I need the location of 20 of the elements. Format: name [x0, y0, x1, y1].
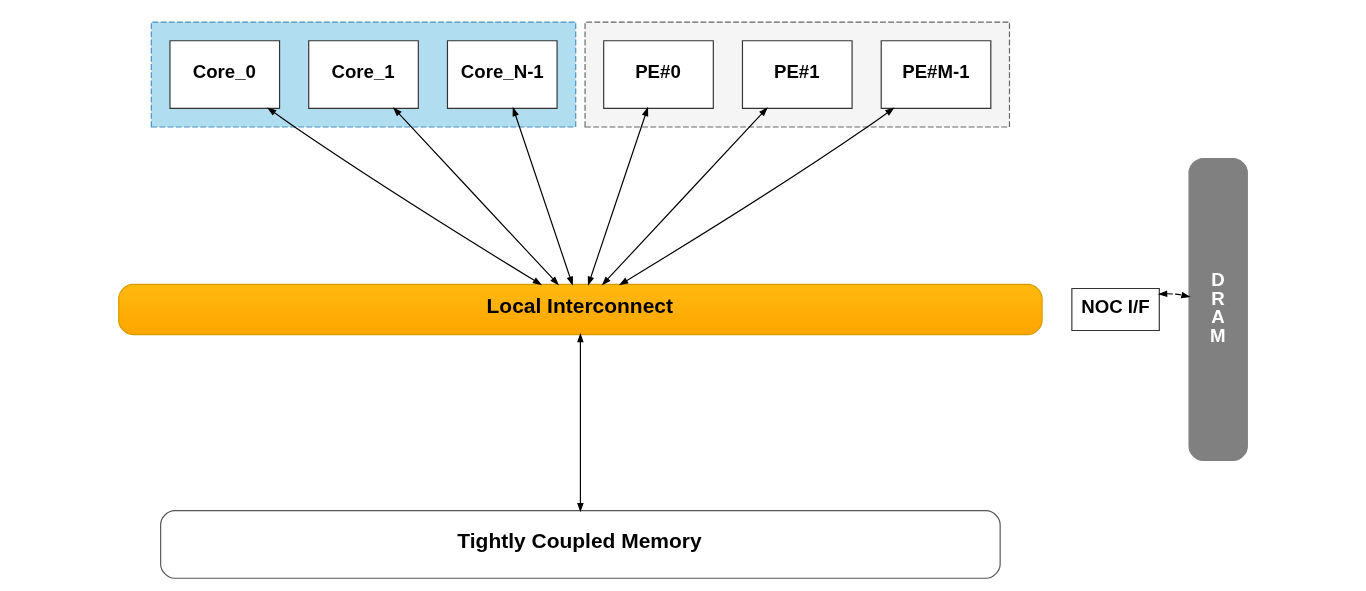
- node-box: Tightly Coupled Memory: [160, 510, 1001, 579]
- node-box: Local Interconnect: [118, 283, 1043, 336]
- arrow: [267, 107, 543, 286]
- arrow: [392, 107, 560, 286]
- node-box: Core_1: [308, 40, 419, 109]
- cluster: [584, 21, 1011, 128]
- arrow: [512, 106, 573, 286]
- arrow: [1157, 290, 1191, 299]
- arrow: [618, 107, 895, 286]
- cluster: [150, 21, 577, 128]
- node-box: Core_0: [169, 40, 281, 109]
- node-box: PE#0: [603, 40, 714, 109]
- node-box: PE#1: [741, 40, 853, 109]
- node-box: PE#M-1: [880, 40, 992, 109]
- arrow: [587, 106, 649, 286]
- arrow: [577, 332, 584, 513]
- node-box: NOC I/F: [1071, 287, 1160, 332]
- node-box: Core_N-1: [446, 40, 558, 109]
- node-box: DRAM: [1188, 157, 1248, 462]
- arrow: [601, 107, 768, 286]
